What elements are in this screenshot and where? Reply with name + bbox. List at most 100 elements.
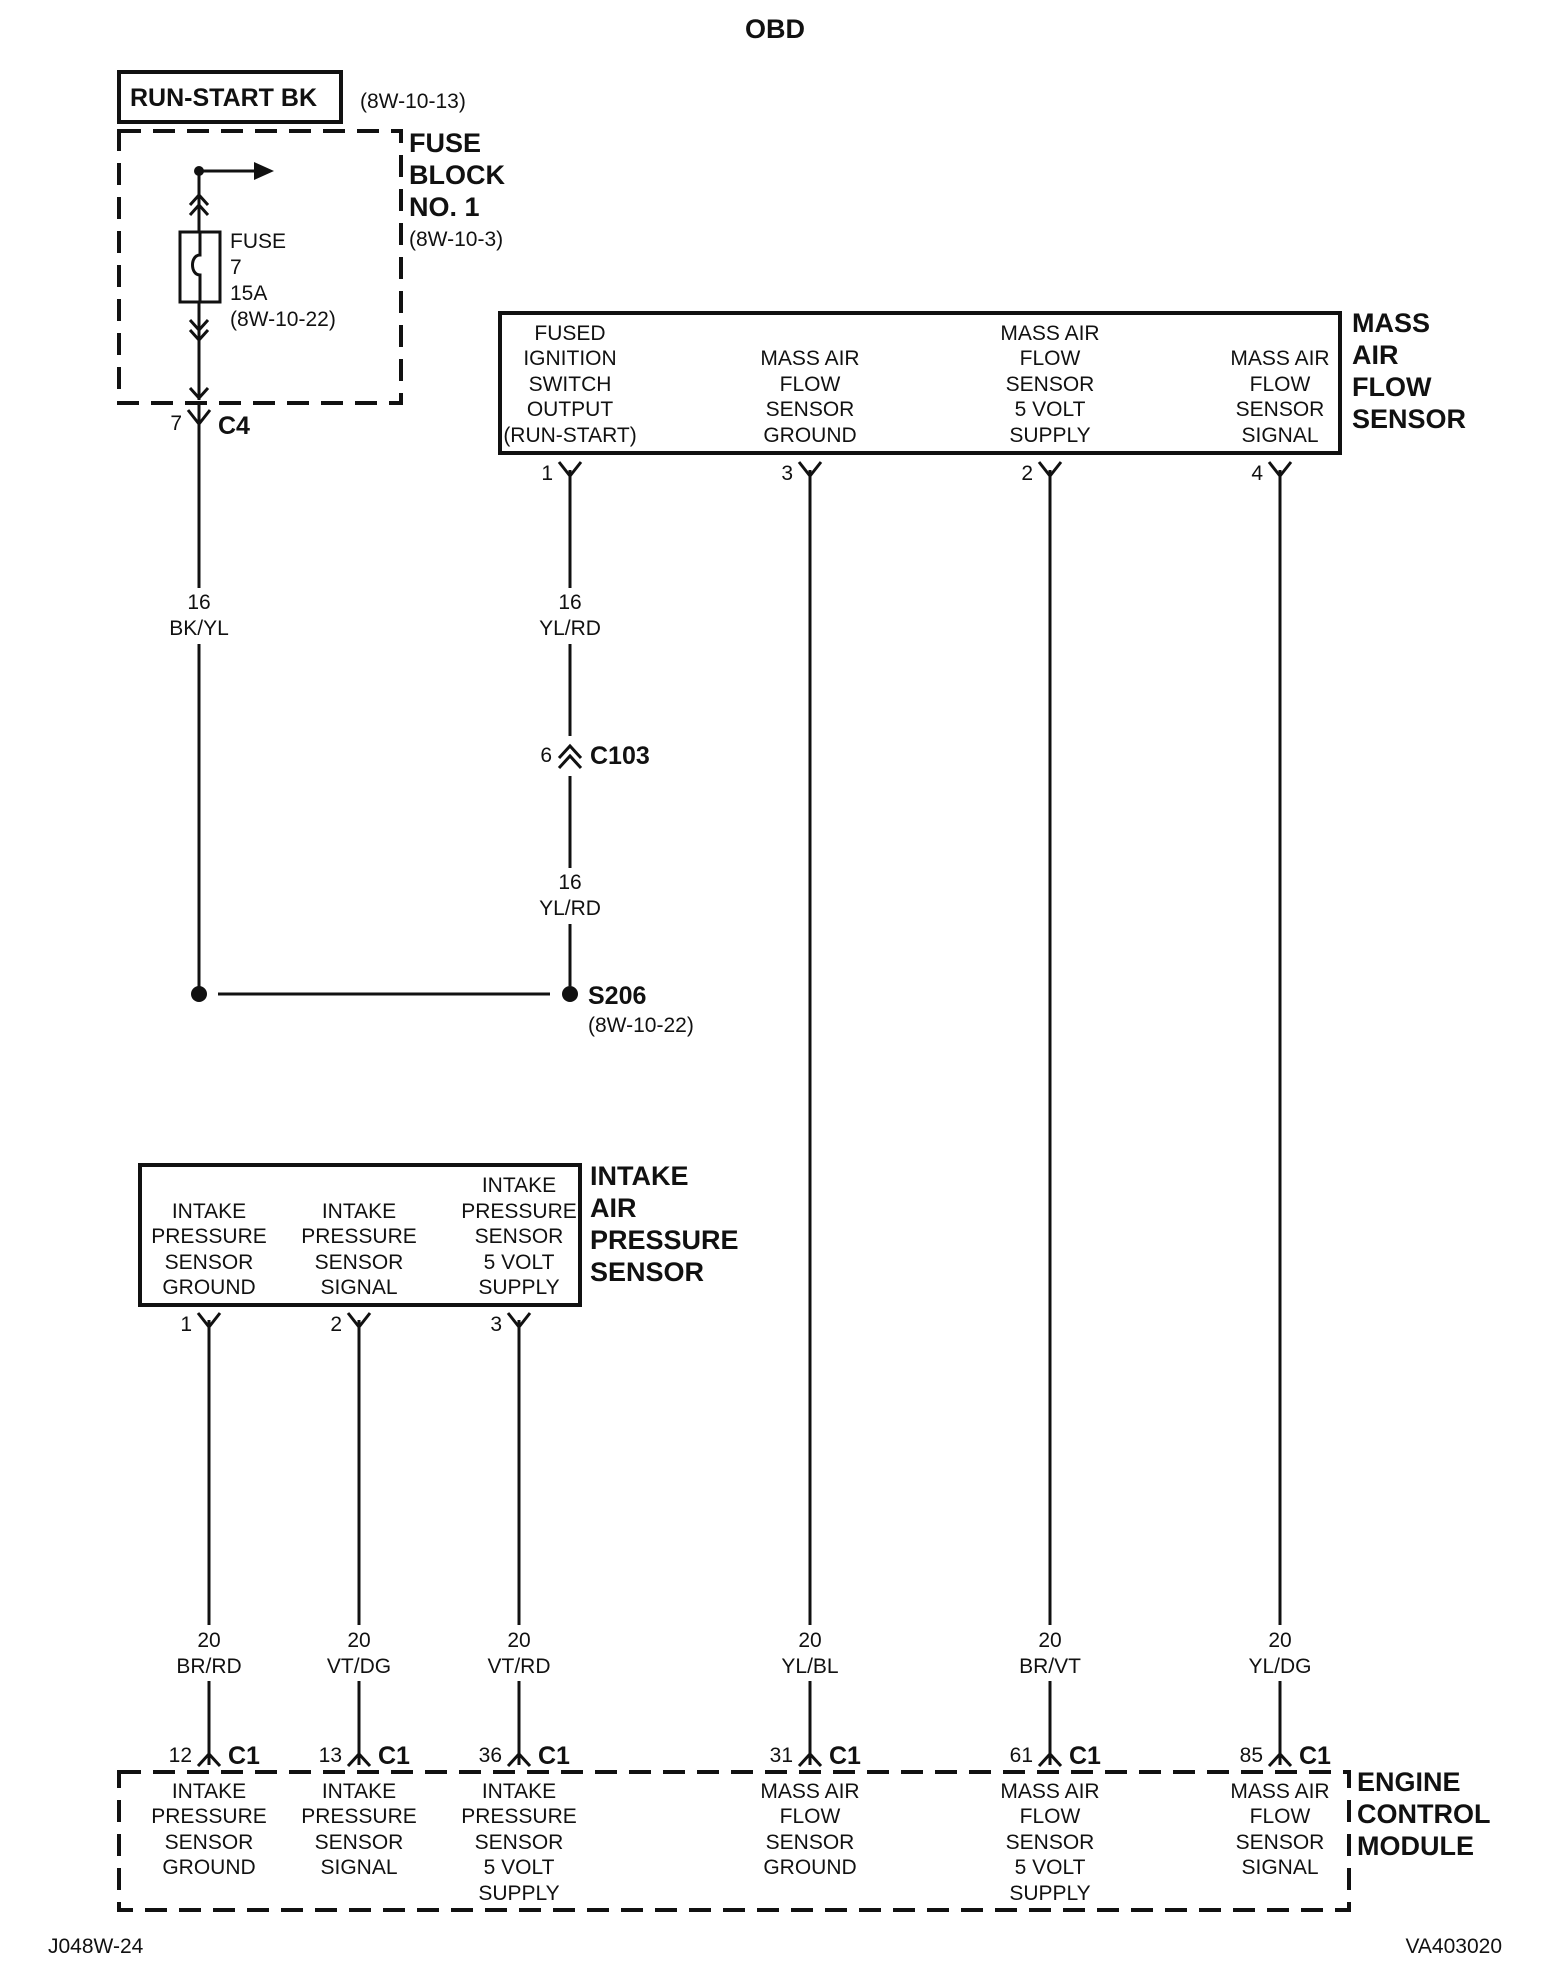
maf-pin1-label-1: FUSED	[534, 322, 605, 345]
maf-name-3: FLOW	[1352, 372, 1432, 402]
maf-pin4-number: 4	[1251, 462, 1263, 485]
ecm-pin31-connector-icon	[797, 1751, 823, 1768]
ecm-pin85-label-4: SIGNAL	[1241, 1856, 1318, 1879]
ecm-pin36-number: 36	[479, 1744, 502, 1767]
ecm-pin36-label-5: SUPPLY	[478, 1882, 559, 1905]
ecm-pin12-conn: C1	[228, 1742, 260, 1770]
iap-pin3-label-2: PRESSURE	[461, 1200, 577, 1223]
maf-pin2-label-4: 5 VOLT	[1015, 398, 1086, 421]
ecm-pin61-conn: C1	[1069, 1742, 1101, 1770]
maf-sensor-box	[498, 311, 1342, 455]
iap-name-2: AIR	[590, 1193, 637, 1223]
wire-yl-dg-color: YL/DG	[1248, 1655, 1311, 1678]
ecm-pin85-connector-icon	[1267, 1751, 1293, 1768]
maf-name-2: AIR	[1352, 340, 1399, 370]
maf-name-4: SENSOR	[1352, 404, 1466, 434]
wire-br-rd-gauge: 20	[197, 1629, 220, 1652]
ecm-pin13-conn: C1	[378, 1742, 410, 1770]
maf-pin4-label-2: FLOW	[1250, 373, 1311, 396]
iap-pin1-label-1: INTAKE	[172, 1200, 246, 1223]
iap-pin2-number: 2	[330, 1313, 342, 1336]
ecm-box	[117, 1770, 1351, 1912]
iap-sensor-box	[138, 1163, 582, 1307]
wire-bk-yl-color: BK/YL	[169, 617, 229, 640]
ecm-c1-connectors	[196, 1751, 1293, 1768]
c103-name: C103	[590, 742, 650, 770]
ecm-pin12-label-3: SENSOR	[165, 1831, 254, 1854]
ecm-pin36-conn: C1	[538, 1742, 570, 1770]
ecm-pin12-number: 12	[169, 1744, 192, 1767]
maf-pin2-label-2: FLOW	[1020, 347, 1081, 370]
maf-pin3-label-3: SENSOR	[766, 398, 855, 421]
ecm-pin36-label-3: SENSOR	[475, 1831, 564, 1854]
ecm-pin36-label-2: PRESSURE	[461, 1805, 577, 1828]
iap-pin3-label-3: SENSOR	[475, 1225, 564, 1248]
iap-name-3: PRESSURE	[590, 1225, 739, 1255]
diagram-title: OBD	[745, 14, 805, 44]
fuse-label-1: FUSE	[230, 230, 286, 253]
fuse-label-4: (8W-10-22)	[230, 308, 336, 331]
wire-vt-rd-gauge: 20	[507, 1629, 530, 1652]
maf-pin4-label-3: SENSOR	[1236, 398, 1325, 421]
maf-name-1: MASS	[1352, 308, 1430, 338]
iap-pin1-label-4: GROUND	[162, 1276, 255, 1299]
ecm-pin36-label-1: INTAKE	[482, 1780, 556, 1803]
iap-pin1-label-2: PRESSURE	[151, 1225, 267, 1248]
maf-pin1-label-2: IGNITION	[523, 347, 616, 370]
iap-pin1-number: 1	[180, 1313, 192, 1336]
maf-pin3-label-4: GROUND	[763, 424, 856, 447]
footer-right-code: VA403020	[1405, 1935, 1502, 1958]
wire-bk-yl-gauge: 16	[187, 591, 210, 614]
maf-pin1-label-5: (RUN-START)	[503, 424, 636, 447]
maf-pin2-label-3: SENSOR	[1006, 373, 1095, 396]
ecm-pin31-conn: C1	[829, 1742, 861, 1770]
ecm-pin85-conn: C1	[1299, 1742, 1331, 1770]
ecm-pin13-number: 13	[319, 1744, 342, 1767]
iap-pin3-number: 3	[490, 1313, 502, 1336]
ecm-name-1: ENGINE	[1357, 1767, 1461, 1797]
ecm-pin13-label-4: SIGNAL	[320, 1856, 397, 1879]
fuse-label-3: 15A	[230, 282, 267, 305]
ecm-pin31-number: 31	[770, 1744, 793, 1767]
iap-name-1: INTAKE	[590, 1161, 689, 1191]
ecm-pin85-label-1: MASS AIR	[1230, 1780, 1329, 1803]
maf-pin3-label-1: MASS AIR	[760, 347, 859, 370]
maf-pin4-label-1: MASS AIR	[1230, 347, 1329, 370]
maf-pin1-label-3: SWITCH	[529, 373, 612, 396]
iap-pin2-label-1: INTAKE	[322, 1200, 396, 1223]
run-start-box	[117, 70, 343, 124]
ecm-pin12-connector-icon	[196, 1751, 222, 1768]
iap-pin3-label-1: INTAKE	[482, 1174, 556, 1197]
run-start-label: RUN-START BK	[130, 84, 317, 112]
ecm-name-2: CONTROL	[1357, 1799, 1490, 1829]
fuse-label-2: 7	[230, 256, 242, 279]
wire-br-rd-color: BR/RD	[176, 1655, 241, 1678]
ecm-pin61-label-5: SUPPLY	[1009, 1882, 1090, 1905]
ecm-pin31-label-2: FLOW	[780, 1805, 841, 1828]
iap-pin2-label-3: SENSOR	[315, 1251, 404, 1274]
wire-yl-bl-color: YL/BL	[781, 1655, 838, 1678]
fuse-block-name-2: BLOCK	[409, 160, 505, 190]
c103-connector-icon	[557, 736, 583, 776]
wire-yl-rd-upper-color: YL/RD	[539, 617, 601, 640]
ecm-pin85-label-3: SENSOR	[1236, 1831, 1325, 1854]
run-start-ref: (8W-10-13)	[360, 90, 466, 113]
splice-dot-left	[191, 986, 207, 1002]
maf-pin1-number: 1	[541, 462, 553, 485]
ecm-pin13-label-1: INTAKE	[322, 1780, 396, 1803]
ecm-pin61-label-4: 5 VOLT	[1015, 1856, 1086, 1879]
iap-name-4: SENSOR	[590, 1257, 704, 1287]
maf-pin2-number: 2	[1021, 462, 1033, 485]
ecm-pin31-label-4: GROUND	[763, 1856, 856, 1879]
iap-pin3-label-4: 5 VOLT	[484, 1251, 555, 1274]
wire-vt-dg-color: VT/DG	[327, 1655, 391, 1678]
ecm-pin61-label-1: MASS AIR	[1000, 1780, 1099, 1803]
ecm-pin61-label-3: SENSOR	[1006, 1831, 1095, 1854]
maf-pin4-label-4: SIGNAL	[1241, 424, 1318, 447]
c4-pin: 7	[170, 412, 182, 435]
ecm-name-3: MODULE	[1357, 1831, 1474, 1861]
fuse-block-box	[117, 129, 403, 405]
iap-pin1-label-3: SENSOR	[165, 1251, 254, 1274]
fuse-block-ref: (8W-10-3)	[409, 228, 503, 251]
